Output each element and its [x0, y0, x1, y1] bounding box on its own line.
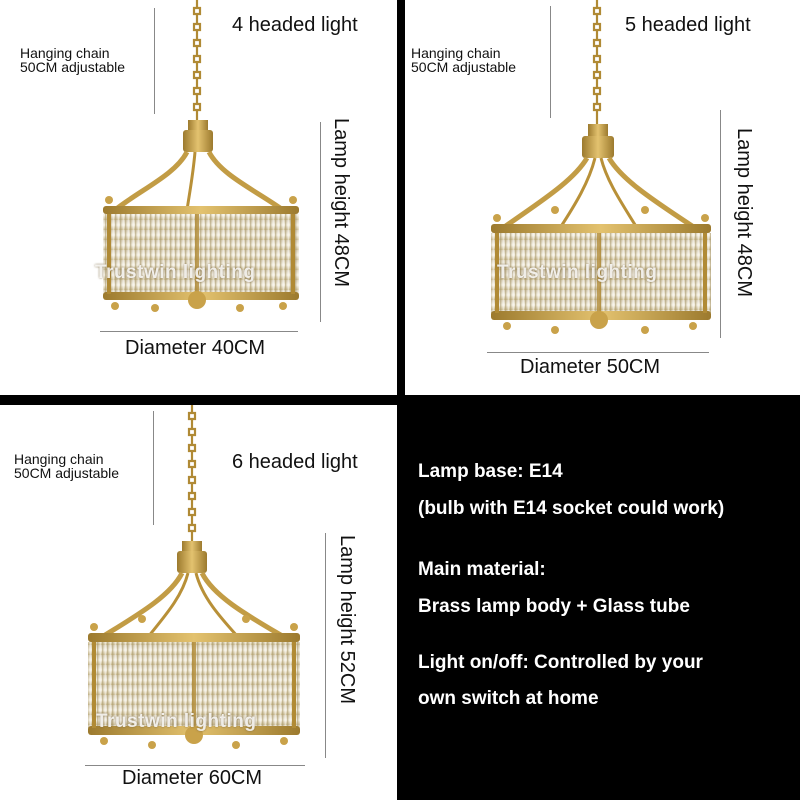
- height-label: Lamp height 48CM: [330, 118, 352, 287]
- spec-lamp-base: Lamp base: E14: [418, 461, 563, 482]
- product-panel-4-head: 4 headed light Hanging chain 50CM adjust…: [0, 0, 397, 395]
- spec-switch-line1: Light on/off: Controlled by your: [418, 652, 703, 673]
- diameter-label: Diameter 60CM: [122, 767, 263, 789]
- product-panel-6-head: 6 headed light Hanging chain 50CM adjust…: [0, 405, 397, 800]
- chain-label-line1: Hanging chain: [411, 45, 501, 61]
- height-dimension-line: [720, 110, 721, 338]
- panel-headline: 6 headed light: [232, 451, 358, 473]
- chandelier-image: [491, 0, 711, 334]
- chandelier-image: [103, 0, 299, 312]
- chain-dimension-line: [550, 6, 551, 118]
- chain-label-line2: 50CM adjustable: [20, 59, 126, 75]
- product-panel-5-head: 5 headed light Hanging chain 50CM adjust…: [405, 0, 800, 395]
- spec-material-value: Brass lamp body + Glass tube: [418, 596, 690, 617]
- watermark: Trustwin lighting: [497, 262, 658, 283]
- diameter-label: Diameter 50CM: [520, 356, 661, 378]
- height-label: Lamp height 52CM: [336, 535, 358, 704]
- chain-label-line2: 50CM adjustable: [14, 465, 120, 481]
- chain-label-line1: Hanging chain: [14, 451, 104, 467]
- chain-label-line2: 50CM adjustable: [411, 59, 517, 75]
- chain-dimension-line: [153, 411, 154, 525]
- spec-switch-line2: own switch at home: [418, 688, 599, 709]
- chain-label-line1: Hanging chain: [20, 45, 110, 61]
- panel-headline: 5 headed light: [625, 14, 751, 36]
- chain-dimension-line: [154, 8, 155, 114]
- diameter-dimension-line: [100, 331, 298, 332]
- panel-headline: 4 headed light: [232, 14, 358, 36]
- specs-panel: Lamp base: E14 (bulb with E14 socket cou…: [405, 405, 800, 800]
- watermark: Trustwin lighting: [95, 262, 256, 283]
- height-label: Lamp height 48CM: [733, 128, 755, 297]
- spec-material-heading: Main material:: [418, 559, 546, 580]
- watermark: Trustwin lighting: [96, 711, 257, 732]
- height-dimension-line: [320, 122, 321, 322]
- spec-lamp-base-note: (bulb with E14 socket could work): [418, 498, 725, 519]
- diameter-label: Diameter 40CM: [125, 337, 266, 359]
- height-dimension-line: [325, 533, 326, 758]
- chandelier-image: [88, 405, 300, 749]
- diameter-dimension-line: [487, 352, 709, 353]
- diameter-dimension-line: [85, 765, 305, 766]
